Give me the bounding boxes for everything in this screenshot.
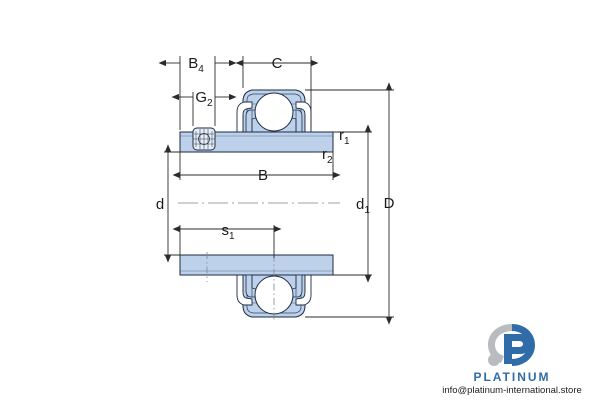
- top-seal-left: [236, 101, 257, 133]
- dim-label-r2: r2: [322, 146, 333, 166]
- inner-ring-top-bar: [179, 131, 334, 153]
- dim-label-r1: r1: [339, 127, 350, 147]
- dim-label-C: C: [272, 55, 283, 72]
- platinum-p-logo-icon: [488, 324, 535, 366]
- dim-label-B4: B4: [188, 55, 204, 75]
- dim-label-D: D: [384, 195, 395, 212]
- dimension-lines: [158, 56, 394, 325]
- bottom-seal-right: [291, 274, 312, 306]
- top-ball: [254, 92, 294, 132]
- hidden-edge-lines: [206, 240, 275, 320]
- top-seal-right: [291, 101, 312, 133]
- dim-label-B: B: [258, 167, 268, 184]
- platinum-watermark: PLATINUM info@platinum-international.sto…: [432, 320, 592, 396]
- dimension-labels: B4 C G2 r1 r2 B d d1: [156, 55, 395, 242]
- platinum-email-text: info@platinum-international.store: [442, 385, 582, 396]
- dim-label-d: d: [156, 196, 164, 213]
- bottom-seal-left: [236, 274, 257, 306]
- dim-label-s1: s1: [221, 222, 235, 242]
- dim-label-G2: G2: [195, 89, 213, 109]
- locking-collar-grub-screw: [192, 127, 216, 151]
- inner-ring-bottom-bar: [179, 254, 334, 276]
- bearing-geometry: [178, 89, 340, 320]
- platinum-brand-text: PLATINUM: [473, 370, 551, 384]
- dim-label-d1: d1: [356, 196, 370, 216]
